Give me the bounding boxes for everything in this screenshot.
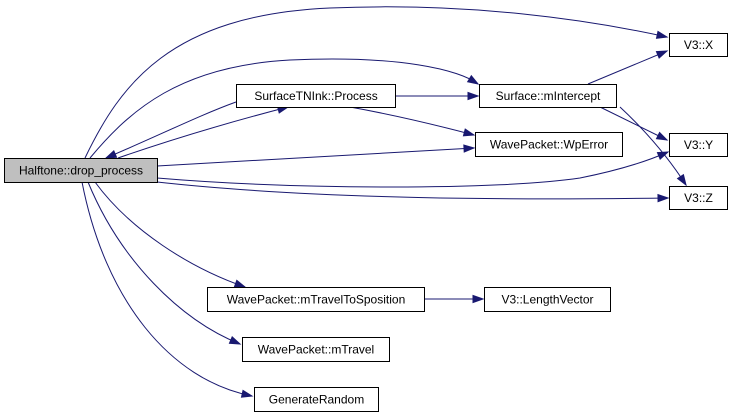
arrowhead-drop_process-to-wperror xyxy=(463,144,476,153)
node-v3y[interactable]: V3::Y xyxy=(669,133,728,157)
call-nodes: Halftone::drop_process SurfaceTNInk::Proc… xyxy=(4,33,728,412)
node-box xyxy=(484,287,611,312)
node-box xyxy=(475,132,623,157)
node-lengthvector[interactable]: V3::LengthVector xyxy=(484,287,611,312)
edge-drop_process-to-v3x xyxy=(84,6,668,159)
node-label: Surface::mIntercept xyxy=(496,89,601,103)
edge-drop_process-to-generaterandom xyxy=(81,181,253,397)
arrowhead-drop_process-to-v3x xyxy=(655,30,669,39)
node-label: V3::LengthVector xyxy=(501,293,593,307)
arrowhead-mtraveltosposition-to-lengthvector xyxy=(472,294,485,304)
arrowhead-process-to-mintercept xyxy=(467,91,480,101)
arrowhead-drop_process-to-v3z xyxy=(657,193,670,203)
arrowhead-process-to-wperror xyxy=(462,128,476,137)
edge-drop_process-to-v3y xyxy=(156,151,669,188)
node-mintercept[interactable]: Surface::mIntercept xyxy=(479,84,617,108)
edge-drop_process-to-v3z xyxy=(156,181,669,200)
edge-drop_process-to-wperror xyxy=(156,147,475,167)
edge-drop_process-to-mintercept xyxy=(89,58,479,159)
node-label: V3::X xyxy=(684,38,713,52)
arrowhead-drop_process-to-generaterandom xyxy=(240,389,254,398)
node-v3z[interactable]: V3::Z xyxy=(669,186,728,210)
edge-process-to-wperror xyxy=(349,106,475,136)
node-mtravel[interactable]: WavePacket::mTravel xyxy=(242,337,390,362)
node-box xyxy=(236,84,396,108)
node-box xyxy=(207,287,425,312)
node-box xyxy=(669,186,728,210)
node-box xyxy=(4,158,158,183)
node-v3x[interactable]: V3::X xyxy=(669,33,728,57)
edge-process-to-drop_process xyxy=(105,101,237,159)
arrowhead-drop_process-to-mtravel xyxy=(228,336,242,345)
node-label: WavePacket::WpError xyxy=(490,138,608,152)
node-label: WavePacket::mTravel xyxy=(258,343,374,357)
node-box xyxy=(669,133,728,157)
node-label: WavePacket::mTravelToSposition xyxy=(227,293,406,307)
node-process[interactable]: SurfaceTNInk::Process xyxy=(236,84,396,108)
node-drop_process[interactable]: Halftone::drop_process xyxy=(4,158,158,183)
arrowhead-mintercept-to-v3x xyxy=(655,50,669,59)
arrowhead-mintercept-to-v3z xyxy=(676,173,687,187)
arrowhead-mintercept-to-v3y xyxy=(655,131,669,141)
node-mtraveltosposition[interactable]: WavePacket::mTravelToSposition xyxy=(207,287,425,312)
node-box xyxy=(242,337,390,362)
node-label: GenerateRandom xyxy=(269,393,364,407)
arrowhead-drop_process-to-mtraveltosposition xyxy=(233,279,247,288)
node-label: V3::Z xyxy=(684,191,713,205)
node-box xyxy=(479,84,617,108)
edge-drop_process-to-mtraveltosposition xyxy=(94,181,246,288)
arrowhead-drop_process-to-mintercept xyxy=(466,74,480,85)
node-label: SurfaceTNInk::Process xyxy=(254,89,377,103)
node-generaterandom[interactable]: GenerateRandom xyxy=(254,387,379,412)
arrowhead-process-to-drop_process xyxy=(104,149,118,159)
node-wperror[interactable]: WavePacket::WpError xyxy=(475,132,623,157)
edge-mintercept-to-v3y xyxy=(599,106,668,141)
edge-mintercept-to-v3x xyxy=(587,50,668,85)
node-box xyxy=(254,387,379,412)
node-label: Halftone::drop_process xyxy=(19,164,143,178)
node-label: V3::Y xyxy=(684,138,713,152)
call-edges xyxy=(81,6,687,398)
edge-drop_process-to-process xyxy=(117,106,289,159)
edge-drop_process-to-mtravel xyxy=(87,181,241,345)
node-box xyxy=(669,33,728,57)
